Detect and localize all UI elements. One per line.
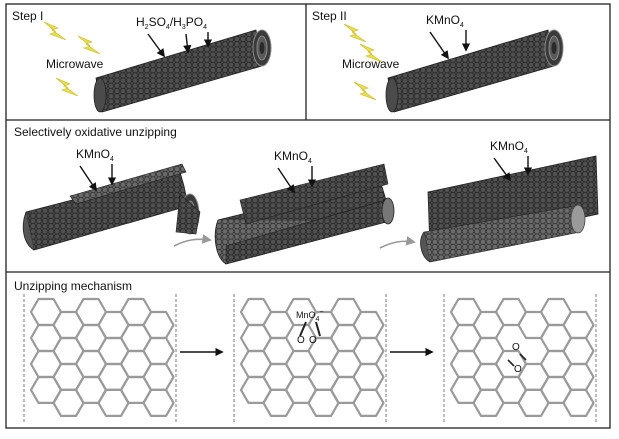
acid-po: PO [186, 15, 203, 29]
mno4-text: MnO [296, 310, 316, 320]
progress-arrow-1 [173, 234, 212, 247]
carbonyl-bond-2 [507, 359, 515, 367]
mechanism-title: Unzipping mechanism [14, 279, 132, 293]
arrow-unzip-1a [79, 165, 97, 192]
step1-energy-label: Microwave [46, 57, 104, 71]
arrow-unzip-2a [277, 167, 295, 194]
graphene-lattice-3 [443, 294, 597, 422]
nanotube-step2 [385, 29, 564, 113]
unzip-kmno-1-text: KMnO [76, 147, 110, 161]
unzip-panel: Selectively oxidative unzipping KMnO4 KM… [14, 125, 599, 265]
step2-label: Step II [312, 9, 347, 23]
lattice-hexagon [142, 310, 175, 340]
lattice-hexagon [562, 362, 595, 391]
mno-bond-right [315, 321, 321, 337]
lattice-hexagon [352, 310, 385, 340]
step1-label: Step I [12, 9, 43, 23]
mno-bond-left [299, 321, 307, 337]
lattice-edge [443, 294, 597, 422]
lightning-icon [43, 21, 101, 97]
lattice-hexagon [352, 336, 385, 366]
acid-h2: /H [170, 15, 182, 29]
unzip-kmno-2-sub: 4 [308, 158, 312, 165]
kmno-text: KMnO [426, 13, 460, 27]
lattice-hexagon [142, 362, 175, 391]
unzip-stage-2 [214, 163, 395, 265]
mno4-label: MnO4− [296, 309, 324, 323]
lattice-hexagon [562, 310, 595, 340]
arrow-unzip-3a [493, 157, 511, 182]
acid-h: H [136, 15, 145, 29]
outer-frame [5, 3, 611, 429]
lightning-icon [343, 23, 383, 101]
unzip-kmno-3: KMnO4 [490, 139, 528, 155]
oxygen-left: O [297, 335, 305, 346]
unzip-kmno-1-sub: 4 [110, 156, 114, 163]
acid-label: H2SO4/H3PO4 [136, 15, 207, 31]
unzip-stage-1 [22, 163, 201, 251]
kmno-sub: 4 [460, 22, 464, 29]
lattice-hexagon [352, 362, 385, 391]
progress-arrow-2 [379, 236, 416, 249]
acid-po-sub: 4 [203, 24, 207, 31]
oxygen-bottom: O [514, 364, 522, 375]
step2-energy-label: Microwave [342, 57, 400, 71]
graphene-lattice-2 [233, 294, 387, 422]
lattice-edge [233, 294, 387, 422]
mno4-sup: − [319, 309, 323, 316]
mechanism-panel: Unzipping mechanism MnO4− O O O O [14, 279, 597, 422]
carbonyl-bond-1 [519, 353, 527, 361]
unzip-stage-3 [420, 155, 599, 263]
step2-panel: Step II Microwave KMnO4 [312, 9, 564, 113]
acid-so: SO [149, 15, 166, 29]
step1-panel: Step I Microwave H2SO4/H3PO4 [12, 9, 272, 113]
lattice-edge [23, 294, 177, 422]
acid-so-sub: 4 [166, 24, 170, 31]
lattice-hexagon [142, 388, 175, 417]
oxygen-right: O [309, 335, 317, 346]
arrow-acid-2 [183, 33, 192, 54]
oxygen-top: O [512, 342, 520, 353]
unzip-kmno-2-text: KMnO [274, 149, 308, 163]
unzip-kmno-1: KMnO4 [76, 147, 114, 163]
arrow-kmno-1 [429, 31, 449, 60]
lattice-hexagon [562, 388, 595, 417]
lattice-hexagon [562, 336, 595, 366]
arrow-acid-1 [147, 33, 165, 58]
acid-h-sub: 2 [145, 24, 149, 31]
unzip-kmno-2: KMnO4 [274, 149, 312, 165]
nanotube-step1 [93, 29, 272, 113]
unzip-kmno-3-sub: 4 [524, 148, 528, 155]
mno4-sub: 4 [316, 316, 320, 323]
step2-oxidant-label: KMnO4 [426, 13, 464, 29]
unzip-title: Selectively oxidative unzipping [14, 125, 177, 139]
lattice-hexagon [352, 388, 385, 417]
acid-h2-sub: 3 [182, 24, 186, 31]
lattice-hexagon [142, 336, 175, 366]
unzip-kmno-3-text: KMnO [490, 139, 524, 153]
graphene-lattice-1 [23, 294, 177, 422]
